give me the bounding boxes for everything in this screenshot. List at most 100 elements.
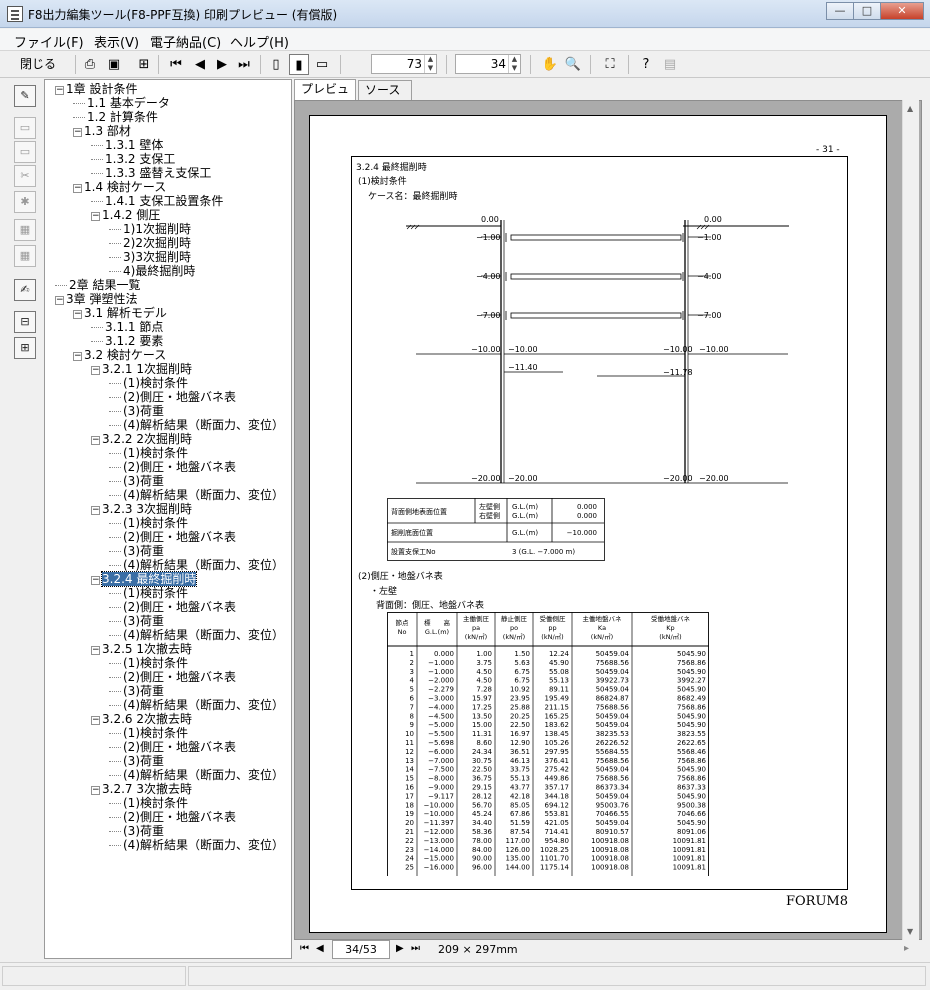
tree-item[interactable]: 2)2次掘削時 — [109, 236, 191, 250]
tree-view2-icon[interactable]: ⊞ — [14, 337, 36, 359]
tree-item[interactable]: (4)解析結果（断面力、変位） — [109, 628, 284, 642]
tree-item[interactable]: (3)荷重 — [109, 824, 164, 838]
close-window-button[interactable]: ✕ — [880, 2, 924, 20]
tree-item[interactable]: (3)荷重 — [109, 754, 164, 768]
tree-item[interactable]: (2)側圧・地盤バネ表 — [109, 530, 236, 544]
tree-item[interactable]: −3.2.3 3次掘削時 — [91, 502, 192, 516]
tree-item[interactable]: 4)最終掘削時 — [109, 264, 195, 278]
tree-item[interactable]: (2)側圧・地盤バネ表 — [109, 390, 236, 404]
print-icon[interactable]: ⎙ — [84, 57, 96, 72]
edit-doc-icon[interactable]: ✍ — [14, 279, 36, 301]
tree-item[interactable]: (1)検討条件 — [109, 586, 188, 600]
last-page-icon[interactable]: ⏭ — [238, 57, 250, 72]
zoom-icon[interactable]: 🔍 — [564, 57, 582, 72]
tree-item[interactable]: (1)検討条件 — [109, 376, 188, 390]
tree-item[interactable]: (1)検討条件 — [109, 446, 188, 460]
maximize-button[interactable]: □ — [853, 2, 881, 20]
tools-icon[interactable]: ✂ — [14, 165, 36, 187]
vertical-scrollbar[interactable]: ▲▼ — [902, 100, 919, 940]
close-preview-button[interactable]: 閉じる(X) — [20, 57, 57, 92]
page-spinner[interactable]: 34 ▲▼ — [455, 54, 521, 74]
tree-item[interactable]: (3)荷重 — [109, 614, 164, 628]
zoom-spinner[interactable]: 73 ▲▼ — [371, 54, 437, 74]
minimize-button[interactable]: — — [826, 2, 854, 20]
nav-last-icon[interactable]: ⏭ — [411, 943, 420, 954]
doc-icon[interactable]: ▭ — [14, 117, 36, 139]
export-icon[interactable]: ⊞ — [138, 57, 150, 72]
collapse-icon[interactable]: − — [55, 85, 64, 95]
doc2-icon[interactable]: ▭ — [14, 141, 36, 163]
collapse-icon[interactable]: − — [91, 715, 100, 725]
collapse-icon[interactable]: − — [91, 785, 100, 795]
edit-icon[interactable]: ✎ — [14, 85, 36, 107]
tab-preview[interactable]: プレビュー — [294, 79, 356, 115]
tree-item[interactable]: −3.2.7 3次撤去時 — [91, 782, 192, 796]
info-icon[interactable]: ▤ — [663, 57, 677, 72]
first-page-icon[interactable]: ⏮ — [170, 57, 182, 72]
nav-next-icon[interactable]: ▶ — [396, 943, 404, 954]
tree-item[interactable]: (4)解析結果（断面力、変位） — [109, 418, 284, 432]
collapse-icon[interactable]: − — [91, 435, 100, 445]
collapse-icon[interactable]: − — [73, 127, 82, 137]
tree-item[interactable]: 1.3.1 壁体 — [91, 138, 163, 152]
tree-item[interactable]: (2)側圧・地盤バネ表 — [109, 740, 236, 754]
tree-item[interactable]: −3.2.5 1次撤去時 — [91, 642, 192, 656]
tree-item[interactable]: (1)検討条件 — [109, 796, 188, 810]
tree-item[interactable]: 1.2 計算条件 — [73, 110, 158, 124]
tree-item[interactable]: (4)解析結果（断面力、変位） — [109, 488, 284, 502]
tree-item[interactable]: (4)解析結果（断面力、変位） — [109, 838, 284, 852]
collapse-icon[interactable]: − — [55, 295, 64, 305]
menu-electronic-delivery[interactable]: 電子納品(C) — [150, 36, 222, 51]
tree-item[interactable]: −3.2.2 2次掘削時 — [91, 432, 192, 446]
tree-item[interactable]: −3.2.6 2次撤去時 — [91, 712, 192, 726]
page-indicator[interactable]: 34/53 — [332, 940, 390, 959]
tree-item[interactable]: 3.1.2 要素 — [91, 334, 163, 348]
tree-item[interactable]: −1.4 検討ケース — [73, 180, 166, 194]
tree-item[interactable]: −3.2.4 最終掘削時 — [91, 571, 198, 587]
nav-first-icon[interactable]: ⏮ — [300, 943, 309, 954]
tree-item[interactable]: −1.3 部材 — [73, 124, 131, 138]
collapse-icon[interactable]: − — [91, 645, 100, 655]
collapse-icon[interactable]: − — [73, 309, 82, 319]
hscroll-right-icon[interactable]: ▸ — [904, 943, 910, 954]
tree-item[interactable]: 3)3次掘削時 — [109, 250, 191, 264]
tree-item[interactable]: 1.1 基本データ — [73, 96, 170, 110]
layout2-icon[interactable]: ▦ — [14, 245, 36, 267]
tree-view-icon[interactable]: ⊟ — [14, 311, 36, 333]
hand-icon[interactable]: ✋ — [541, 57, 559, 72]
tree-item[interactable]: (1)検討条件 — [109, 516, 188, 530]
page-width-icon[interactable]: ▭ — [315, 57, 329, 72]
layout-icon[interactable]: ▦ — [14, 219, 36, 241]
tree-item[interactable]: (3)荷重 — [109, 684, 164, 698]
tree-item[interactable]: (3)荷重 — [109, 404, 164, 418]
tree-item[interactable]: (3)荷重 — [109, 474, 164, 488]
tree-item[interactable]: −3.2 検討ケース — [73, 348, 166, 362]
single-page-icon[interactable]: ▯ — [272, 57, 280, 72]
next-page-icon[interactable]: ▶ — [217, 57, 227, 72]
menu-help[interactable]: ヘルプ(H) — [230, 36, 289, 51]
tree-item[interactable]: −3.1 解析モデル — [73, 306, 167, 320]
tab-source[interactable]: ソース — [358, 80, 412, 100]
prev-page-icon[interactable]: ◀ — [195, 57, 205, 72]
menu-view[interactable]: 表示(V) — [94, 36, 140, 51]
fullscreen-icon[interactable]: ⛶ — [605, 57, 615, 72]
tree-item[interactable]: 2章 結果一覧 — [55, 278, 140, 292]
collapse-icon[interactable]: − — [91, 505, 100, 515]
fit-page-icon[interactable]: ▮ — [289, 54, 309, 75]
collapse-icon[interactable]: − — [73, 351, 82, 361]
tree-item[interactable]: −1章 設計条件 — [55, 82, 137, 96]
tree-item[interactable]: (2)側圧・地盤バネ表 — [109, 460, 236, 474]
tree-item[interactable]: −3章 弾塑性法 — [55, 292, 137, 306]
tree-item[interactable]: 3.1.1 節点 — [91, 320, 163, 334]
tree-item[interactable]: −3.2.1 1次掘削時 — [91, 362, 192, 376]
tree-item[interactable]: (2)側圧・地盤バネ表 — [109, 810, 236, 824]
tree-item[interactable]: (1)検討条件 — [109, 726, 188, 740]
collapse-icon[interactable]: − — [73, 183, 82, 193]
tree-item[interactable]: (3)荷重 — [109, 544, 164, 558]
tree-item[interactable]: (2)側圧・地盤バネ表 — [109, 670, 236, 684]
collapse-icon[interactable]: − — [91, 365, 100, 375]
tree-item[interactable]: −1.4.2 側圧 — [91, 208, 160, 222]
tree-item[interactable]: (4)解析結果（断面力、変位） — [109, 558, 284, 572]
help-icon[interactable]: ? — [642, 57, 650, 72]
collapse-icon[interactable]: − — [91, 575, 100, 585]
